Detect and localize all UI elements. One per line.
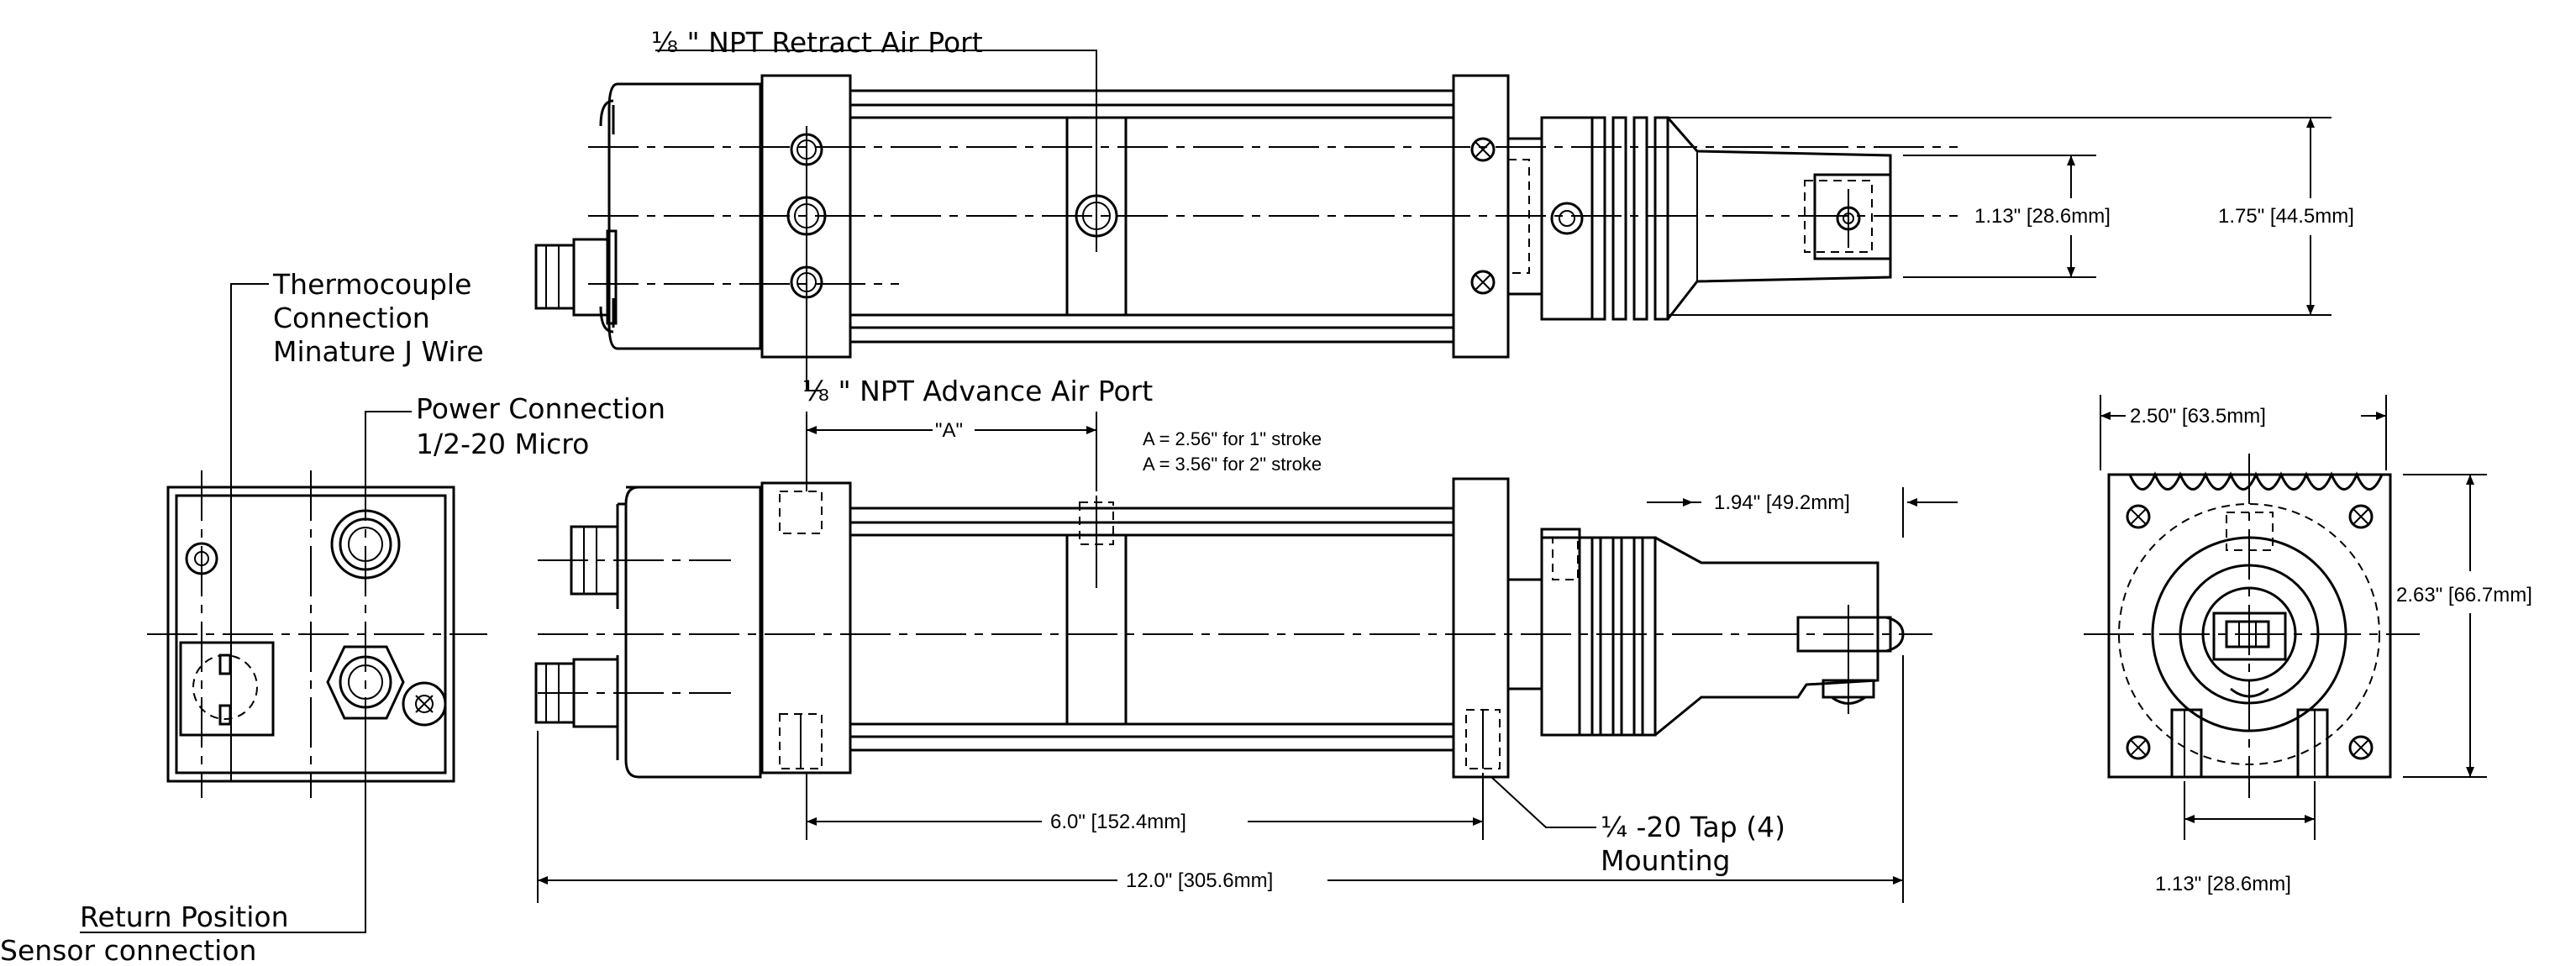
thermocouple-label-1: Thermocouple bbox=[272, 268, 471, 301]
dim-250: 2.50" [63.5mm] bbox=[2130, 405, 2266, 428]
dim-175: 1.75" [44.5mm] bbox=[2218, 205, 2354, 228]
dim-60: 6.0" [152.4mm] bbox=[1050, 811, 1186, 833]
thermocouple-label-3: Minature J Wire bbox=[273, 335, 484, 368]
power-connection-label-1: Power Connection bbox=[416, 392, 665, 425]
dim-120: 12.0" [305.6mm] bbox=[1126, 869, 1273, 892]
dim-194: 1.94" [49.2mm] bbox=[1714, 491, 1850, 514]
advance-port-label: ⅛ " NPT Advance Air Port bbox=[802, 375, 1153, 407]
a-note-1: A = 2.56" for 1" stroke bbox=[1143, 428, 1322, 449]
tap-label-2: Mounting bbox=[1601, 844, 1730, 877]
thermocouple-label-2: Connection bbox=[273, 302, 430, 334]
power-connection-label-2: 1/2-20 Micro bbox=[416, 428, 589, 460]
end-view bbox=[2084, 454, 2420, 798]
dim-113-end: 1.13" [28.6mm] bbox=[2155, 873, 2291, 895]
retract-port-label: ⅛ " NPT Retract Air Port bbox=[651, 26, 983, 59]
return-position-label-1: Return Position bbox=[80, 900, 288, 933]
dimension-lines bbox=[537, 50, 2487, 903]
dim-113-top: 1.13" [28.6mm] bbox=[1974, 205, 2111, 228]
dim-a: "A" bbox=[935, 419, 963, 442]
side-view bbox=[534, 477, 1932, 779]
a-note-2: A = 3.56" for 2" stroke bbox=[1143, 454, 1322, 475]
top-view bbox=[534, 50, 2332, 391]
tap-label-1: ¼ -20 Tap (4) bbox=[1601, 811, 1785, 843]
connector-block bbox=[80, 283, 487, 933]
dim-263: 2.63" [66.7mm] bbox=[2396, 584, 2532, 606]
return-position-label-2: Sensor connection bbox=[0, 934, 256, 966]
